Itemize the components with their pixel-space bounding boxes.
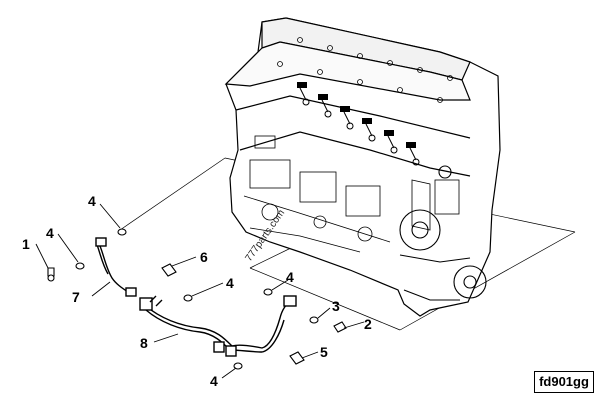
callout-2: 2 xyxy=(364,316,372,332)
callout-1: 1 xyxy=(22,236,30,252)
callout-6: 6 xyxy=(200,249,208,265)
harness-7 xyxy=(95,237,137,297)
callout-3: 3 xyxy=(332,298,340,314)
callout-8: 8 xyxy=(140,335,148,351)
callout-4c: 4 xyxy=(226,275,234,291)
callout-labels: 1 4 4 7 8 6 4 4 3 2 5 4 xyxy=(22,193,372,389)
small-parts xyxy=(47,228,347,370)
callout-4b: 4 xyxy=(88,193,96,209)
callout-4a: 4 xyxy=(46,225,54,241)
callout-7: 7 xyxy=(72,289,80,305)
figure-code-label: fd901gg xyxy=(534,371,594,393)
callout-4e: 4 xyxy=(210,373,218,389)
leader-lines xyxy=(35,203,365,379)
engine-block xyxy=(224,17,501,317)
callout-5: 5 xyxy=(320,344,328,360)
harness-8 xyxy=(139,295,297,357)
callout-4d: 4 xyxy=(286,269,294,285)
